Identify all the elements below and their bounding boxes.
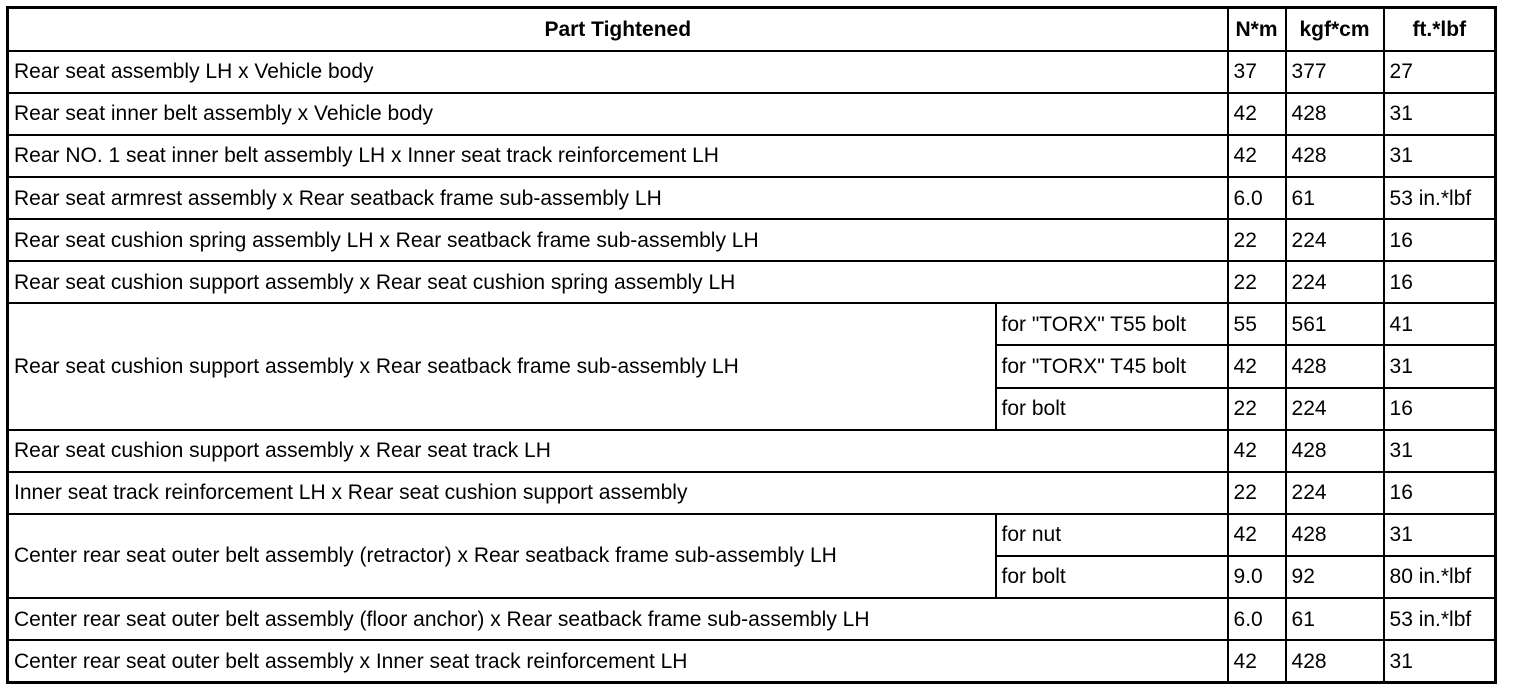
ftlbf-cell: 16 [1382,260,1497,305]
ftlbf-cell: 53 in.*lbf [1382,597,1497,642]
kgfcm-cell: 428 [1284,428,1385,473]
torque-specification-table: Part Tightened N*m kgf*cm ft.*lbf Rear s… [6,6,1498,684]
kgfcm-cell: 428 [1284,639,1385,684]
header-part-tightened: Part Tightened [6,6,1229,52]
nm-cell: 55 [1226,302,1287,347]
header-ftlbf: ft.*lbf [1382,6,1497,52]
part-cell: Rear seat cushion support assembly x Rea… [6,302,997,431]
condition-cell: for bolt [994,386,1229,431]
part-cell: Center rear seat outer belt assembly (re… [6,512,997,600]
kgfcm-cell: 61 [1284,175,1385,221]
nm-cell: 9.0 [1226,554,1287,600]
nm-cell: 37 [1226,49,1287,94]
condition-cell: for "TORX" T45 bolt [994,344,1229,389]
table-row: Inner seat track reinforcement LH x Rear… [6,470,1497,515]
ftlbf-cell: 53 in.*lbf [1382,175,1497,221]
kgfcm-cell: 61 [1284,597,1385,642]
nm-cell: 22 [1226,260,1287,305]
part-cell: Rear seat armrest assembly x Rear seatba… [6,175,1229,221]
kgfcm-cell: 224 [1284,218,1385,263]
condition-cell: for nut [994,512,1229,557]
ftlbf-cell: 31 [1382,512,1497,557]
table-row: Rear seat armrest assembly x Rear seatba… [6,175,1497,221]
part-cell: Rear seat cushion spring assembly LH x R… [6,218,1229,263]
nm-cell: 22 [1226,386,1287,431]
nm-cell: 42 [1226,344,1287,389]
header-row: Part Tightened N*m kgf*cm ft.*lbf [6,6,1497,52]
table-row: Center rear seat outer belt assembly x I… [6,639,1497,684]
ftlbf-cell: 16 [1382,386,1497,431]
table-row: Center rear seat outer belt assembly (re… [6,512,1497,600]
nm-cell: 42 [1226,91,1287,136]
kgfcm-cell: 224 [1284,386,1385,431]
nm-cell: 42 [1226,133,1287,178]
kgfcm-cell: 428 [1284,133,1385,178]
ftlbf-cell: 80 in.*lbf [1382,554,1497,600]
ftlbf-cell: 31 [1382,133,1497,178]
kgfcm-cell: 561 [1284,302,1385,347]
part-cell: Inner seat track reinforcement LH x Rear… [6,470,1229,515]
kgfcm-cell: 92 [1284,554,1385,600]
part-cell: Center rear seat outer belt assembly x I… [6,639,1229,684]
kgfcm-cell: 224 [1284,260,1385,305]
ftlbf-cell: 31 [1382,639,1497,684]
header-kgfcm: kgf*cm [1284,6,1385,52]
kgfcm-cell: 428 [1284,344,1385,389]
nm-cell: 6.0 [1226,175,1287,221]
ftlbf-cell: 16 [1382,470,1497,515]
ftlbf-cell: 27 [1382,49,1497,94]
table-row: Rear seat cushion support assembly x Rea… [6,428,1497,473]
table-row: Rear seat cushion spring assembly LH x R… [6,218,1497,263]
kgfcm-cell: 224 [1284,470,1385,515]
ftlbf-cell: 31 [1382,344,1497,389]
condition-cell: for "TORX" T55 bolt [994,302,1229,347]
ftlbf-cell: 31 [1382,428,1497,473]
table-row: Rear seat cushion support assembly x Rea… [6,260,1497,305]
nm-cell: 22 [1226,218,1287,263]
nm-cell: 42 [1226,639,1287,684]
ftlbf-cell: 16 [1382,218,1497,263]
kgfcm-cell: 428 [1284,512,1385,557]
table-row: Rear seat inner belt assembly x Vehicle … [6,91,1497,136]
table-row: Rear NO. 1 seat inner belt assembly LH x… [6,133,1497,178]
part-cell: Rear seat cushion support assembly x Rea… [6,260,1229,305]
kgfcm-cell: 428 [1284,91,1385,136]
header-nm: N*m [1226,6,1287,52]
ftlbf-cell: 31 [1382,91,1497,136]
condition-cell: for bolt [994,554,1229,600]
nm-cell: 6.0 [1226,597,1287,642]
table-row: Rear seat cushion support assembly x Rea… [6,302,1497,431]
kgfcm-cell: 377 [1284,49,1385,94]
nm-cell: 22 [1226,470,1287,515]
table-row: Center rear seat outer belt assembly (fl… [6,597,1497,642]
part-cell: Center rear seat outer belt assembly (fl… [6,597,1229,642]
part-cell: Rear NO. 1 seat inner belt assembly LH x… [6,133,1229,178]
nm-cell: 42 [1226,428,1287,473]
nm-cell: 42 [1226,512,1287,557]
part-cell: Rear seat cushion support assembly x Rea… [6,428,1229,473]
part-cell: Rear seat inner belt assembly x Vehicle … [6,91,1229,136]
ftlbf-cell: 41 [1382,302,1497,347]
part-cell: Rear seat assembly LH x Vehicle body [6,49,1229,94]
table-body: Part Tightened N*m kgf*cm ft.*lbf Rear s… [6,6,1497,684]
